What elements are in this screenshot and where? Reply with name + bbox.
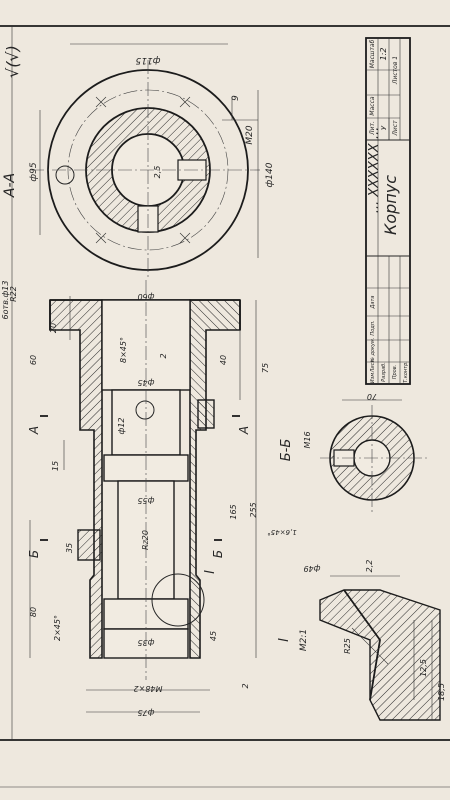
section-a-right: А bbox=[237, 426, 251, 435]
aa-side-hole bbox=[55, 165, 75, 185]
part-name-text: Корпус bbox=[381, 175, 400, 235]
section-a-left: А bbox=[27, 426, 41, 435]
detail-label: I bbox=[277, 638, 292, 642]
dim-h40: 40 bbox=[219, 355, 228, 365]
section-b-left: Б bbox=[27, 550, 41, 558]
col-scale-label: Масштаб bbox=[369, 39, 376, 68]
dim-d12: ф12 bbox=[117, 417, 126, 434]
dim-rz20: Rz20 bbox=[141, 530, 150, 550]
aa-dim-m20: М20 bbox=[245, 125, 255, 144]
row-sign: Подп. bbox=[370, 320, 376, 335]
dim-r22: R22 bbox=[9, 286, 18, 302]
dim-h45: 45 bbox=[209, 631, 218, 641]
role-checker: Пров. bbox=[392, 365, 398, 380]
designation-text: ... XXXXXX ... bbox=[367, 127, 382, 214]
dim-r2: 2 bbox=[159, 353, 168, 358]
dim-h75: 75 bbox=[261, 363, 270, 373]
bb-chamfer: 1,6×45° bbox=[267, 528, 296, 536]
detail-radius: R25 bbox=[343, 638, 352, 654]
detail-diameter: ф49 bbox=[303, 564, 320, 573]
dim-h165: 165 bbox=[229, 504, 238, 519]
bb-width: 70 bbox=[367, 392, 377, 401]
dim-h60: 60 bbox=[29, 355, 38, 365]
detail-dim-a: 12,5 bbox=[419, 659, 428, 677]
title-block: ... XXXXXX ... Корпус Лит. Масса Масштаб… bbox=[365, 37, 411, 385]
detail-scale: М2:1 bbox=[299, 629, 309, 651]
dim-d35: ф35 bbox=[137, 638, 154, 647]
dim-d45: ф45 bbox=[137, 378, 154, 387]
dim-h255: 255 bbox=[249, 502, 258, 517]
view-bb: Б-Б М16 70 1,6×45° bbox=[267, 392, 430, 536]
aa-dim-d115: ф115 bbox=[135, 55, 160, 65]
row-date: Дата bbox=[370, 296, 376, 310]
dim-chamfer-top: 8×45° bbox=[119, 337, 128, 363]
aa-dim-d140: ф140 bbox=[265, 162, 275, 187]
row-change: Изм bbox=[370, 373, 376, 383]
aa-label: А-А bbox=[2, 173, 18, 198]
detail-dim-b: 18,5 bbox=[437, 683, 446, 701]
aa-roughness: 2,5 bbox=[153, 166, 162, 179]
dim-w20: 20 bbox=[49, 323, 58, 333]
sheets-label: Листов 1 bbox=[392, 56, 399, 85]
main-section-view: 6отв.ф13 R22 20 60 ф60 8×45° 2 ф45 40 75… bbox=[1, 280, 270, 717]
dim-r2b: 2 bbox=[241, 683, 250, 688]
col-lit-label: Лит. bbox=[369, 121, 376, 136]
dim-thread-bot: М48×2 bbox=[134, 684, 163, 693]
dim-flange-holes: 6отв.ф13 bbox=[1, 281, 10, 320]
detail-roughness: 2,2 bbox=[365, 560, 374, 573]
lit-value: У bbox=[380, 125, 388, 130]
dim-d60: ф60 bbox=[137, 292, 154, 301]
dim-d55: ф55 bbox=[137, 496, 154, 505]
dim-h35: 35 bbox=[65, 543, 74, 553]
section-b-right: Б bbox=[211, 550, 225, 558]
dim-d75: ф75 bbox=[137, 708, 154, 717]
scale-value: 1:2 bbox=[379, 48, 388, 61]
row-sheet: Лист bbox=[370, 359, 376, 374]
role-tcontrol: Т.контр. bbox=[403, 361, 409, 383]
row-docnum: № докум. bbox=[370, 338, 376, 364]
dim-h80: 80 bbox=[29, 607, 38, 617]
detail-callout: I bbox=[203, 570, 218, 574]
view-aa: А-А ф115 ф95 ф140 М20 9 2,5 bbox=[2, 43, 275, 280]
col-mass-label: Масса bbox=[369, 96, 376, 115]
role-designer: Разраб. bbox=[381, 362, 387, 382]
bb-thread: М16 bbox=[303, 431, 312, 448]
bb-label: Б-Б bbox=[279, 439, 294, 462]
roughness-note: √(√) bbox=[3, 45, 22, 78]
sheet-label: Лист bbox=[392, 120, 399, 137]
detail-i: I М2:1 ф49 2,2 R25 12,5 18,5 bbox=[277, 560, 446, 721]
dim-chamfer-bot: 2×45° bbox=[53, 615, 62, 641]
dim-h15: 15 bbox=[51, 461, 60, 471]
aa-dim-depth: 9 bbox=[231, 95, 241, 101]
aa-dim-d95: ф95 bbox=[29, 162, 39, 181]
